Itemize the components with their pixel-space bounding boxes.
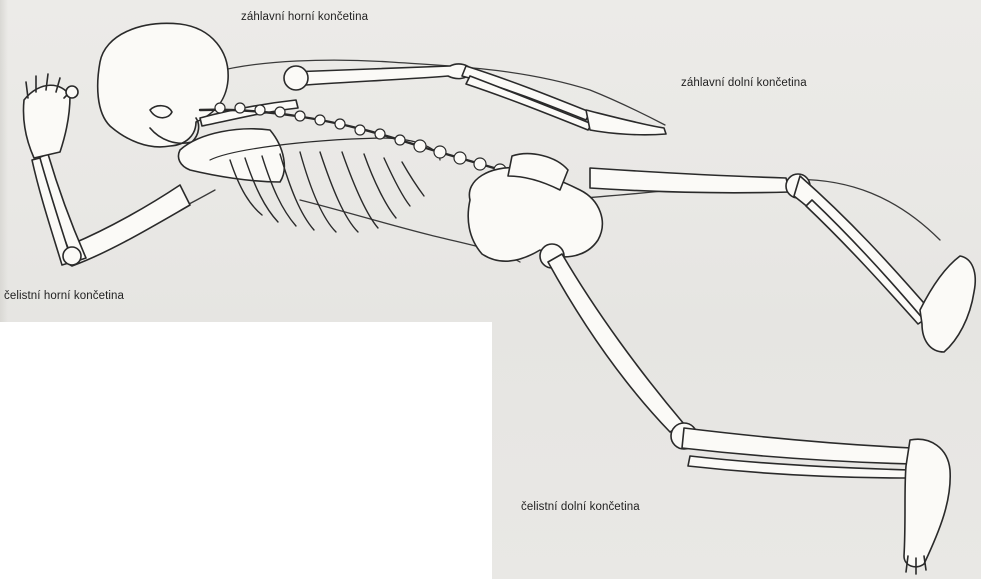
- pelvis: [468, 154, 602, 268]
- label-upper-back-limb: záhlavní horní končetina: [241, 11, 368, 23]
- fibula: [806, 200, 924, 324]
- foot-front: [904, 439, 950, 567]
- femur-front: [548, 254, 684, 432]
- tibia: [794, 176, 930, 318]
- hand-bones: [23, 85, 70, 158]
- front-lower-limb: [548, 254, 950, 574]
- radius-ulna-2: [466, 76, 592, 130]
- skull: [98, 23, 228, 147]
- hand: [586, 110, 666, 135]
- foot: [920, 256, 975, 352]
- elbow-joint: [63, 247, 81, 265]
- humerus: [290, 64, 472, 86]
- shoulder-head: [284, 66, 308, 90]
- thumb-knuckle: [66, 86, 78, 98]
- back-lower-limb: [590, 168, 975, 352]
- label-lower-front-limb: čelistní dolní končetina: [521, 501, 640, 513]
- label-lower-back-limb: záhlavní dolní končetina: [681, 77, 807, 89]
- label-upper-front-limb: čelistní horní končetina: [4, 290, 124, 302]
- femur: [590, 168, 790, 193]
- radius-ulna: [462, 66, 590, 120]
